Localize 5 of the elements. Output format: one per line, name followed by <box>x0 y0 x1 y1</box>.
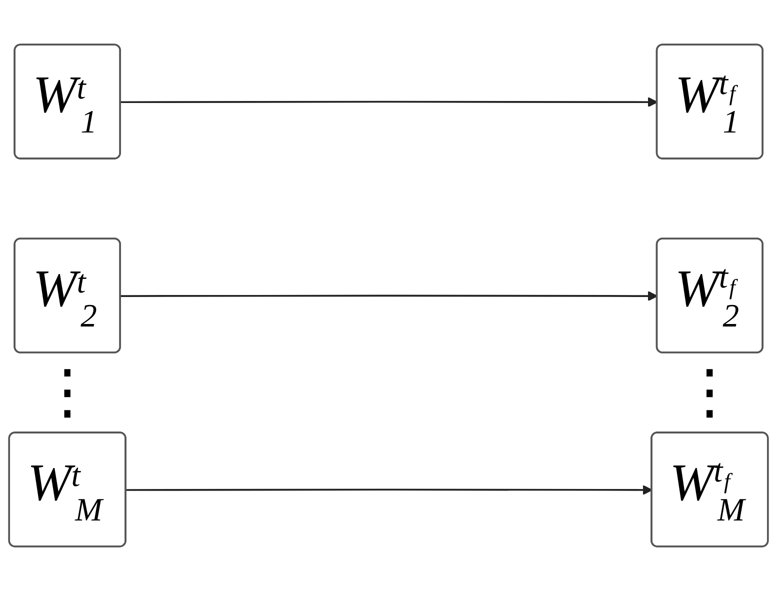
vertical-ellipsis: ⋮ <box>680 362 740 422</box>
arrow <box>120 291 658 302</box>
vertical-ellipsis: ⋮ <box>37 362 98 422</box>
arrow <box>126 484 652 495</box>
arrow <box>120 97 658 108</box>
